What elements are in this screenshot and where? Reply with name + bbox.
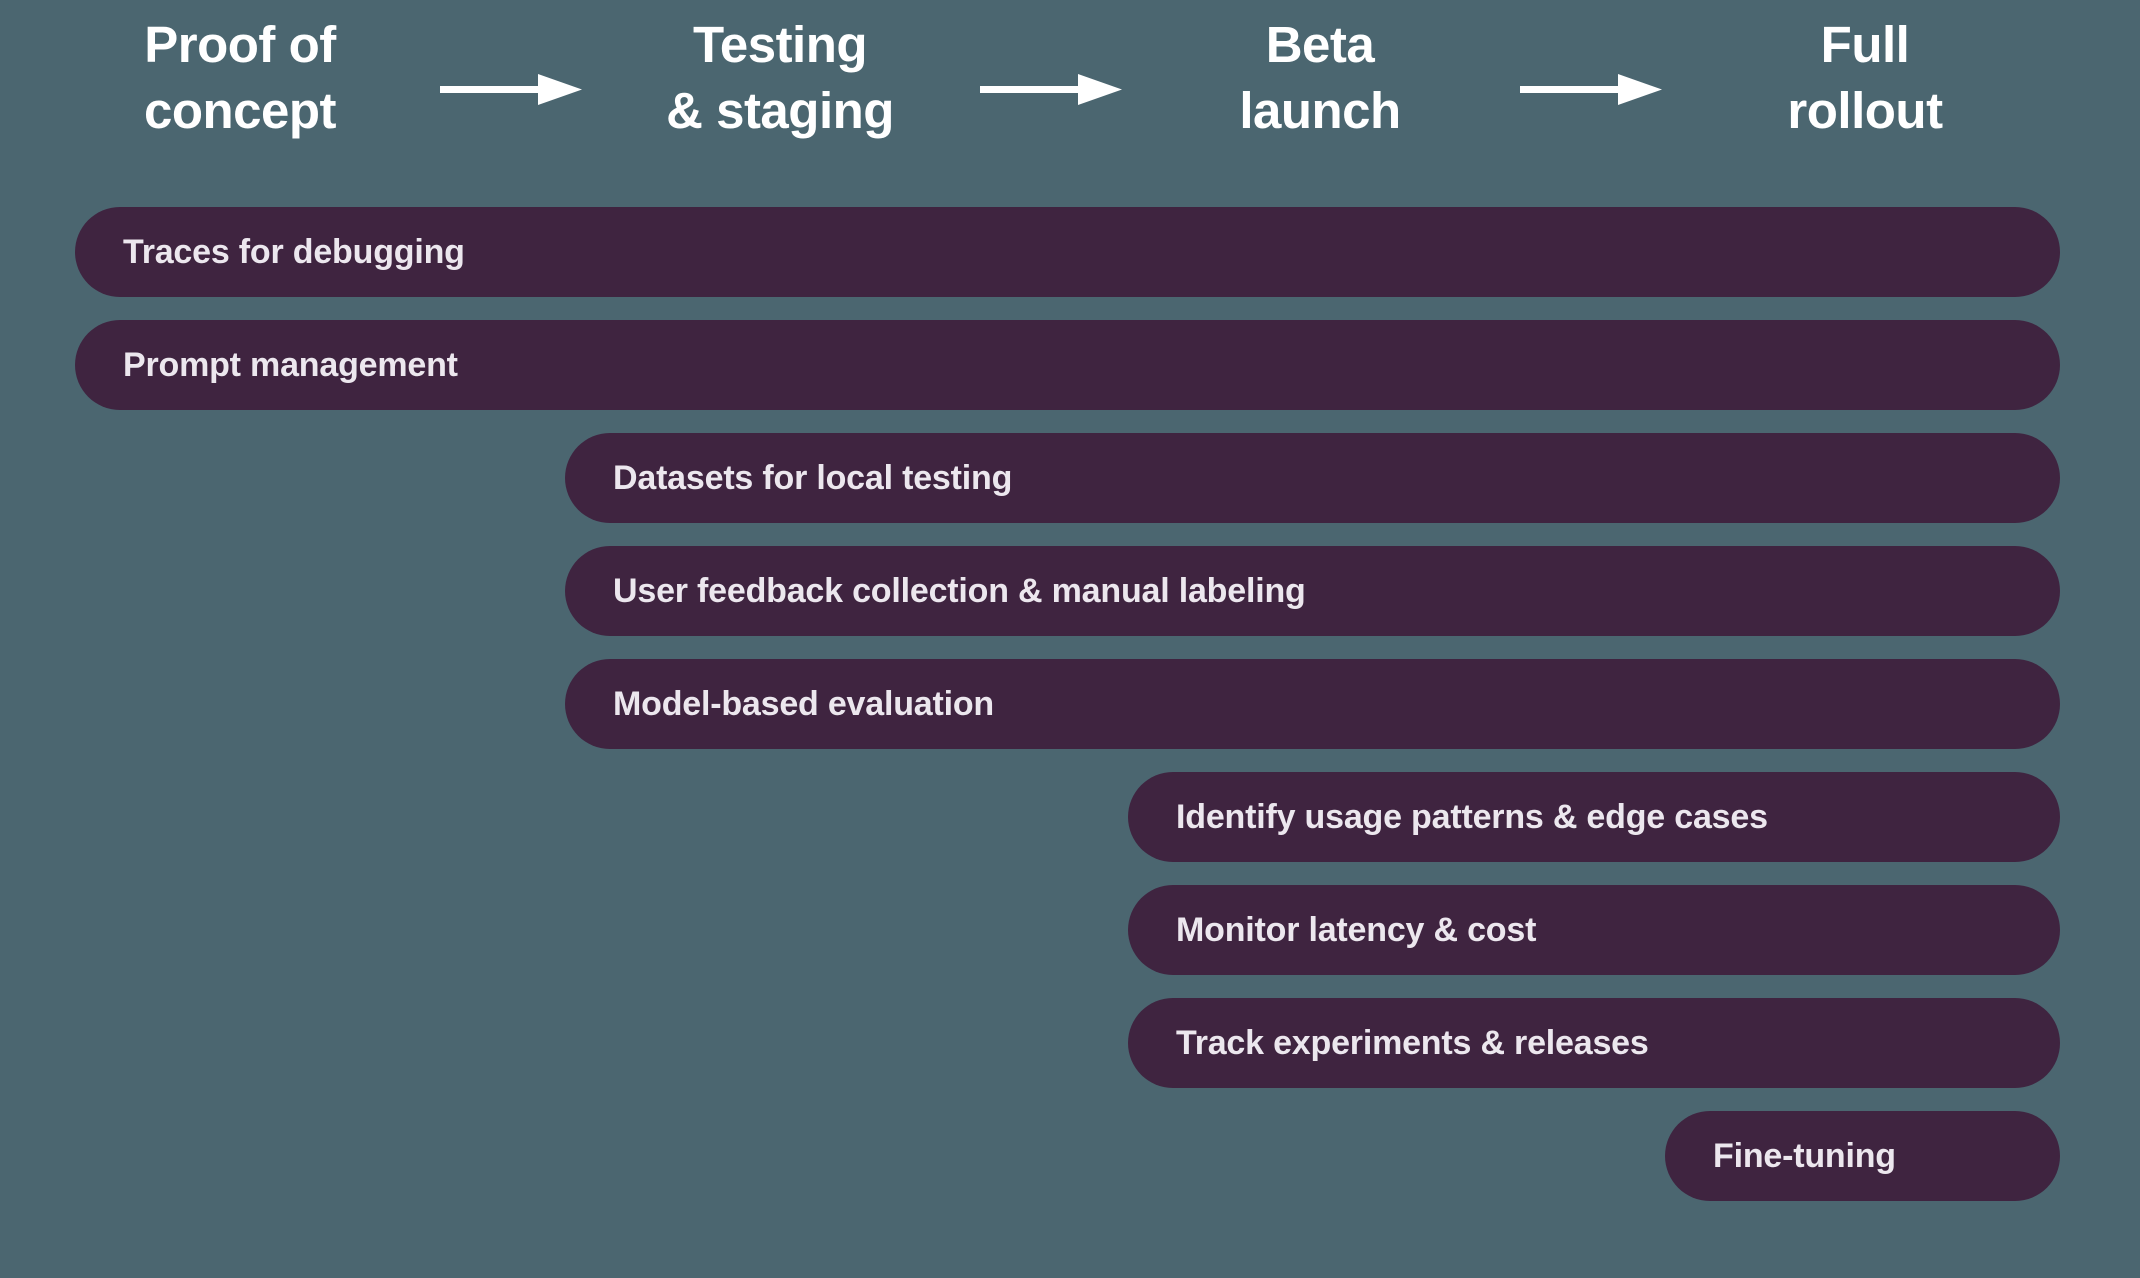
- capability-pill-label: Fine-tuning: [1713, 1137, 1896, 1175]
- stage-label-beta-launch: Beta launch: [1155, 12, 1485, 145]
- stage-label-proof-of-concept: Proof of concept: [75, 12, 405, 145]
- stage-header-row: Proof of concept Testing & staging Beta launc…: [0, 0, 2140, 180]
- capability-pill-fine-tuning[interactable]: Fine-tuning: [1665, 1111, 2060, 1201]
- stage-arrow-1-icon: [440, 70, 582, 108]
- stage-arrow-2-icon: [980, 70, 1122, 108]
- stage-arrow-3-icon: [1520, 70, 1662, 108]
- capability-pill-traces-for-debugging[interactable]: Traces for debugging: [75, 207, 2060, 297]
- capability-pill-prompt-management[interactable]: Prompt management: [75, 320, 2060, 410]
- stage-label-line2: launch: [1239, 82, 1401, 140]
- capability-pill-identify-usage-patterns-and-edge-cases[interactable]: Identify usage patterns & edge cases: [1128, 772, 2060, 862]
- stage-label-line1: Full: [1820, 16, 1910, 73]
- capability-pill-label: Datasets for local testing: [613, 459, 1013, 497]
- stage-label-line2: rollout: [1787, 82, 1943, 140]
- capability-pill-label: Traces for debugging: [123, 233, 465, 271]
- capability-pill-label: User feedback collection & manual labeli…: [613, 572, 1306, 610]
- stage-label-full-rollout: Full rollout: [1700, 12, 2030, 145]
- stage-label-testing-and-staging: Testing & staging: [615, 12, 945, 145]
- capability-pill-model-based-evaluation[interactable]: Model-based evaluation: [565, 659, 2060, 749]
- stage-label-line2: & staging: [666, 82, 894, 140]
- capability-pill-label: Prompt management: [123, 346, 458, 384]
- capability-pill-monitor-latency-and-cost[interactable]: Monitor latency & cost: [1128, 885, 2060, 975]
- stage-label-line2: concept: [143, 82, 337, 140]
- stage-label-line1: Testing: [692, 16, 868, 73]
- capability-pill-label: Monitor latency & cost: [1176, 911, 1537, 949]
- capability-pill-track-experiments-and-releases[interactable]: Track experiments & releases: [1128, 998, 2060, 1088]
- capability-pill-label: Identify usage patterns & edge cases: [1176, 798, 1768, 836]
- capability-pill-user-feedback-collection-and-manual-labeling[interactable]: User feedback collection & manual labeli…: [565, 546, 2060, 636]
- capability-pill-label: Track experiments & releases: [1176, 1024, 1649, 1062]
- capability-pill-datasets-for-local-testing[interactable]: Datasets for local testing: [565, 433, 2060, 523]
- capability-pill-label: Model-based evaluation: [613, 685, 995, 723]
- stage-label-line1: Proof of: [144, 16, 336, 73]
- stage-label-line1: Beta: [1265, 16, 1375, 73]
